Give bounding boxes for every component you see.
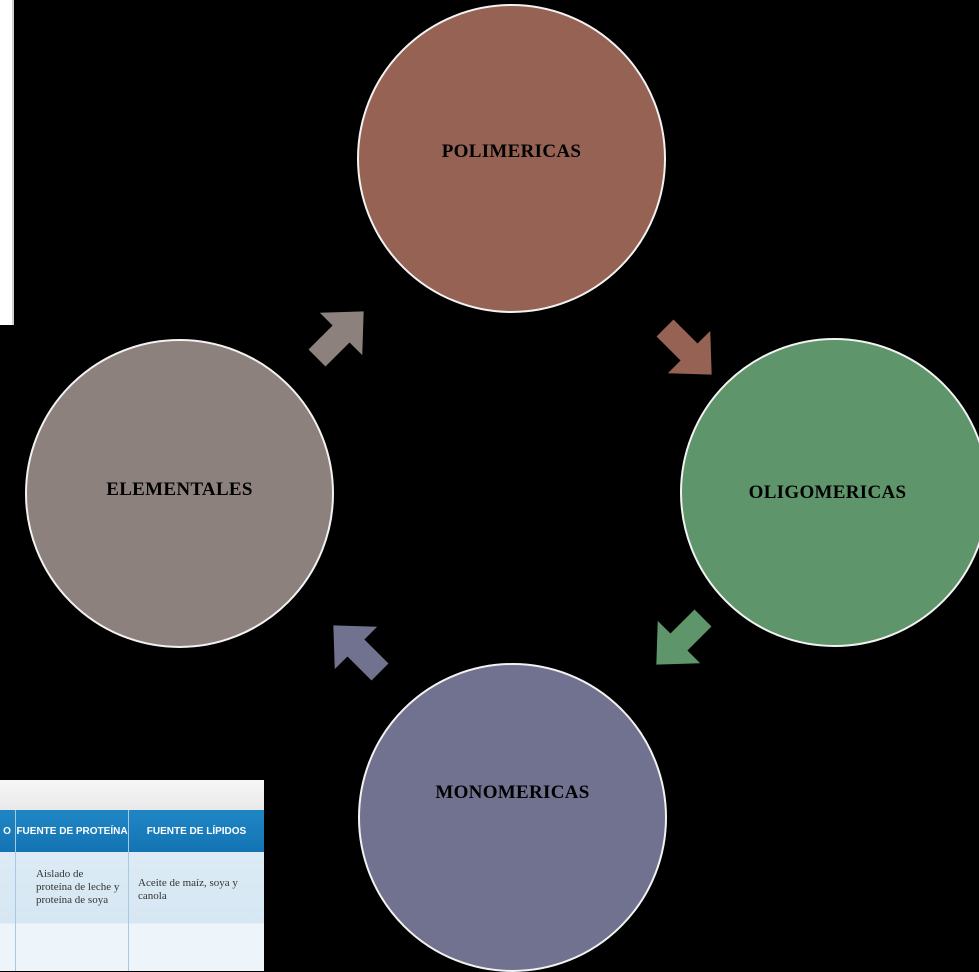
table-header-row: O FUENTE DE PROTEÍNA FUENTE DE LÍPIDOS bbox=[0, 810, 264, 852]
left-white-panel bbox=[0, 0, 14, 325]
node-monomericas-label: MONOMERICAS bbox=[435, 781, 590, 803]
table-body-row bbox=[0, 852, 264, 971]
table-column-divider bbox=[15, 810, 16, 971]
table-cell-lipids: Aceite de maíz, soya y canola bbox=[138, 877, 238, 902]
arrow-elementales-to-polimericas bbox=[308, 311, 364, 367]
arrow-oligomericas-to-monomericas bbox=[656, 609, 712, 665]
node-monomericas: MONOMERICAS bbox=[358, 663, 667, 972]
node-polimericas: POLIMERICAS bbox=[357, 4, 666, 313]
table-column-divider bbox=[128, 810, 129, 971]
table-header-protein-source: FUENTE DE PROTEÍNA bbox=[16, 825, 128, 837]
node-elementales-label: ELEMENTALES bbox=[106, 478, 253, 500]
node-polimericas-label: POLIMERICAS bbox=[441, 140, 582, 162]
table-header-lipid-source: FUENTE DE LÍPIDOS bbox=[146, 825, 247, 837]
arrow-monomericas-to-elementales bbox=[333, 625, 389, 681]
node-oligomericas: OLIGOMERICAS bbox=[680, 338, 979, 647]
node-oligomericas-label: OLIGOMERICAS bbox=[748, 481, 907, 503]
table-header-cell-partial: O bbox=[3, 825, 11, 837]
table-top-strip bbox=[0, 780, 264, 810]
nutrition-table-image: O FUENTE DE PROTEÍNA FUENTE DE LÍPIDOS A… bbox=[0, 780, 264, 971]
node-elementales: ELEMENTALES bbox=[25, 339, 334, 648]
table-cell-protein: Aislado de proteína de leche y proteína … bbox=[36, 868, 120, 906]
arrow-polimericas-to-oligomericas bbox=[656, 319, 712, 375]
